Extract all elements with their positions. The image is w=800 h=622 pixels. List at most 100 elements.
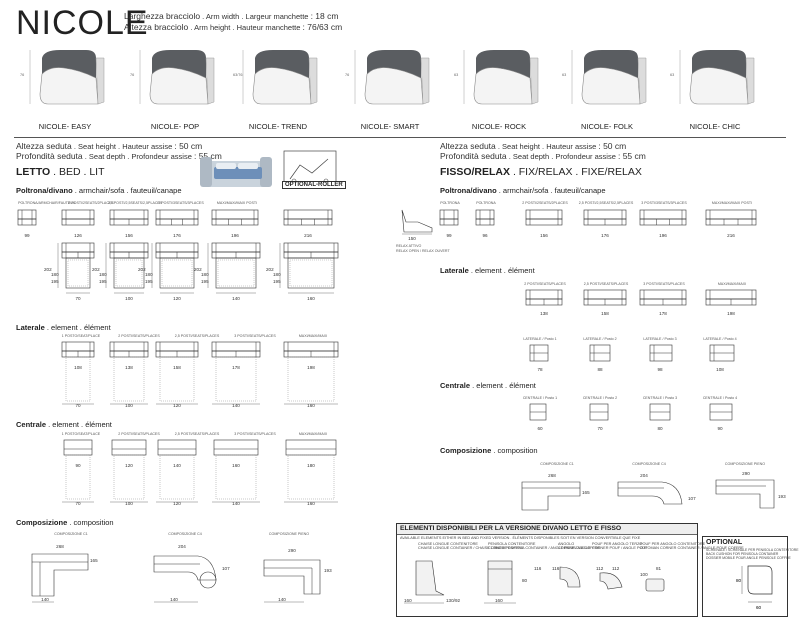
armrest-height-label: 63: [562, 73, 566, 77]
arm-height-spec: Altezza bracciolo . Arm height . Hauteur…: [124, 22, 343, 32]
left-bed-mattress: [113, 257, 145, 289]
left-laterale-row: [61, 341, 339, 405]
left-centrale-width: 180: [307, 463, 315, 468]
left-seat-height: Altezza seduta . Seat height . Hauteur a…: [16, 141, 203, 151]
armrest-top: [152, 50, 206, 78]
right-laterale-row: [525, 289, 757, 306]
arm-width-spec: Larghezza bracciolo . Arm width . Largeu…: [124, 11, 339, 21]
element-sub: CHAISE LONGUE CONTAINER / CHAISE LONGUE …: [418, 546, 524, 550]
right-laterale2-width: 78: [537, 367, 543, 372]
right-comp3-width: 290: [742, 471, 750, 476]
left-centrale-label: 1 POSTO/SEAT/PLACE: [61, 432, 101, 436]
left-comp3-outline: [263, 559, 321, 595]
left-laterale-bed: [215, 356, 257, 402]
right-seat-depth: Profondità seduta . Seat depth . Profond…: [440, 151, 646, 161]
left-centrale-bed: [113, 454, 145, 500]
left-laterale-width: 138: [125, 365, 133, 370]
armrest-top: [584, 50, 638, 78]
right-laterale-sofa: [639, 289, 687, 300]
left-comp2-pouf: [199, 571, 217, 589]
elements-box-header: [397, 524, 697, 535]
right-seat-height: Altezza seduta . Seat height . Hauteur a…: [440, 141, 627, 151]
header-divider: [14, 137, 786, 138]
left-bed-width: 120: [173, 296, 181, 301]
left-poltrona-sofa-seat: [283, 218, 333, 226]
left-centrale-sofa: [157, 439, 197, 456]
left-centrale-row: [62, 439, 338, 503]
right-laterale-sofa: [705, 289, 757, 300]
armrest-drawing: 63/76: [233, 50, 318, 105]
armrest-seat: [95, 57, 105, 105]
right-poltrona-sofa-seat: [439, 218, 459, 226]
right-relax-dim: 150: [408, 236, 416, 241]
right-poltrona-sofa-seat: [475, 218, 495, 226]
right-centrale-width: 90: [717, 426, 723, 431]
left-poltrona-label: 2,5 POSTI/2,5SEATS/2,5PLACES: [107, 201, 163, 205]
armrest-name: NICOLE- SMART: [360, 122, 420, 131]
armrest-side: [149, 67, 209, 105]
left-centrale-bed-width: 100: [125, 501, 133, 506]
left-bed-row: [57, 242, 339, 294]
left-comp2-outline: [153, 555, 217, 581]
armrest-seat: [637, 57, 647, 105]
right-laterale-label: MAXI/MAXI/MAXI: [717, 282, 747, 286]
right-laterale-width: 158: [601, 311, 609, 316]
right-poltrona-sofa: [583, 209, 627, 220]
left-comp3-base: 140: [278, 597, 286, 602]
armrest-height-label: 63/76: [233, 73, 243, 77]
armrest-side: [473, 67, 533, 105]
right-poltrona-label: 3 POSTI/3SEATS/3PLACES: [641, 201, 687, 205]
right-relax-sub: RELAX OPEN / RELAX OUVERT: [396, 249, 450, 253]
right-laterale-label: 3 POSTI/SEATS/PLACES: [643, 282, 685, 286]
left-comp1-outline: [31, 553, 89, 597]
left-laterale-title: Laterale . element . élément: [16, 323, 111, 332]
right-centrale-label: CENTRALE / Posto 4: [702, 396, 738, 400]
left-bed-width: 160: [307, 296, 315, 301]
right-composizione-label: COMPOSIZIONE PIENO: [724, 462, 766, 466]
left-bed-depth-frame: 195: [51, 279, 59, 284]
right-comp2-outline: [617, 481, 683, 505]
right-poltrona-sofa: [439, 209, 459, 220]
left-poltrona-sofa-seat: [211, 218, 259, 226]
armrest-drawing: 63: [454, 50, 539, 105]
left-bed-mattress: [159, 257, 195, 289]
element-dimension: 80: [522, 578, 528, 583]
right-poltrona-sofa-seat: [639, 218, 687, 226]
right-laterale-label: 2,5 POSTI/SEATS/PLACES: [583, 282, 629, 286]
right-composizione-label: COMPOSIZIONE C1: [540, 462, 574, 466]
element-penisola: [487, 560, 513, 596]
armrest-seat: [308, 57, 318, 105]
right-poltrona-sofa: [525, 209, 563, 220]
right-composizione-label: COMPOSIZIONE C4: [632, 462, 666, 466]
left-poltrona-sofa-seat: [17, 218, 37, 226]
left-laterale-width: 198: [307, 365, 315, 370]
armrest-drawing: 76: [345, 50, 430, 105]
right-centrale-label: CENTRALE / Posto 2: [582, 396, 618, 400]
left-bed-depth-total: 202: [266, 267, 274, 272]
right-centrale-width: 60: [537, 426, 543, 431]
left-bed-depth-mattress: 180: [145, 272, 153, 277]
left-section-title: LETTO . BED . LIT: [16, 166, 105, 178]
armrest-seat: [205, 57, 215, 105]
left-comp2-base: 140: [170, 597, 178, 602]
left-centrale-bed-width: 120: [173, 501, 181, 506]
left-bed-sofa: [109, 242, 149, 253]
element-sub: CORNER / ANGLE: [558, 546, 591, 550]
optional-box-sub1: SCHIENALE / SCHIENALE PER PENISOLA CONTE…: [706, 548, 799, 552]
left-poltrona-width: 196: [231, 233, 239, 238]
left-composizione-label: COMPOSIZIONE C1: [54, 532, 88, 536]
left-bed-frame: [161, 259, 193, 287]
armrest-seat: [529, 57, 539, 105]
left-centrale-sofa: [213, 439, 259, 456]
sofa-bed-photo: [200, 150, 337, 187]
right-poltrona-title: Poltrona/divano . armchair/sofa . fauteu…: [440, 186, 606, 195]
armrest-seat: [420, 57, 430, 105]
left-centrale-bed-width: 160: [307, 501, 315, 506]
left-seat-depth: Profondità seduta . Seat depth . Profond…: [16, 151, 222, 161]
element-pouf-angle: [599, 572, 623, 590]
left-bed-depth-mattress: 180: [201, 272, 209, 277]
left-centrale-bed: [215, 454, 257, 500]
right-laterale2-width: 98: [657, 367, 663, 372]
right-laterale-width: 198: [727, 311, 735, 316]
optional-box-sub2: BACK CUSHION FOR PENISOLA CONTAINER: [706, 552, 779, 556]
